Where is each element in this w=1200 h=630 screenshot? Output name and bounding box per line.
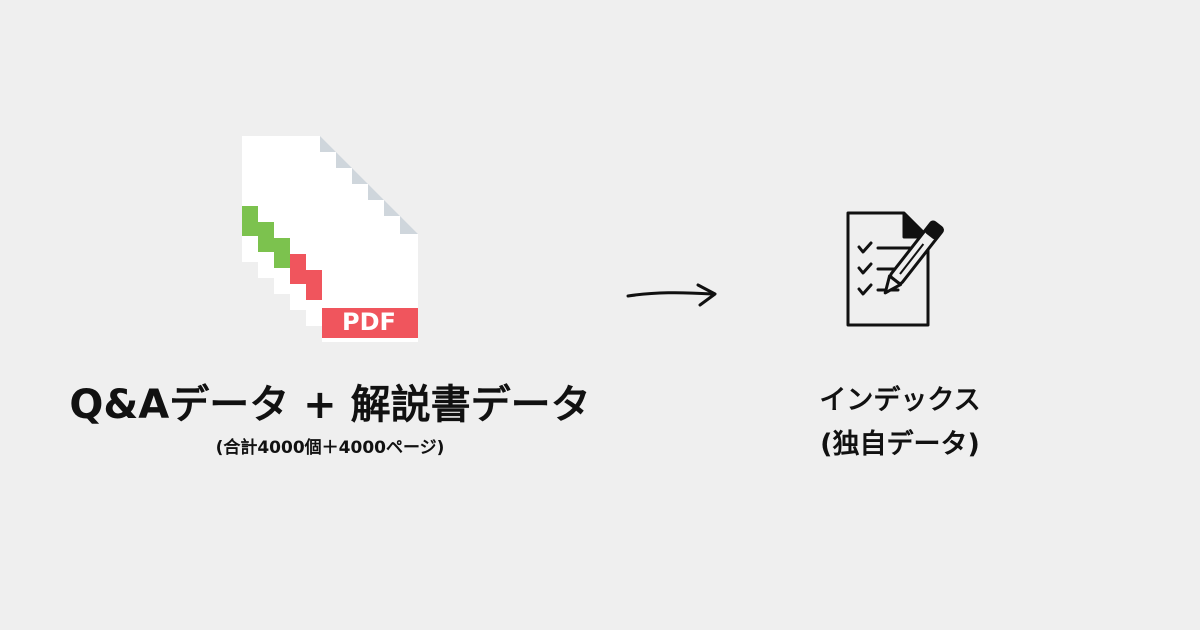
pdf-banner (322, 308, 418, 338)
pdf-label: PDF (342, 308, 396, 336)
stacked-documents-icon: PDF (242, 136, 418, 342)
page-tab (290, 254, 306, 284)
page-tab (258, 222, 274, 252)
left-title: Q&Aデータ + 解説書データ (69, 382, 591, 428)
page-tab (274, 238, 290, 268)
right-subtitle: (独自データ) (820, 429, 980, 460)
page-tab (242, 206, 258, 236)
right-title: インデックス (819, 385, 981, 416)
page-tab (306, 270, 322, 300)
arrow-right-icon (626, 283, 717, 307)
checklist-pen-icon (846, 211, 944, 327)
document-page (322, 216, 418, 342)
left-subtitle: (合計4000個＋4000ページ) (215, 438, 445, 458)
